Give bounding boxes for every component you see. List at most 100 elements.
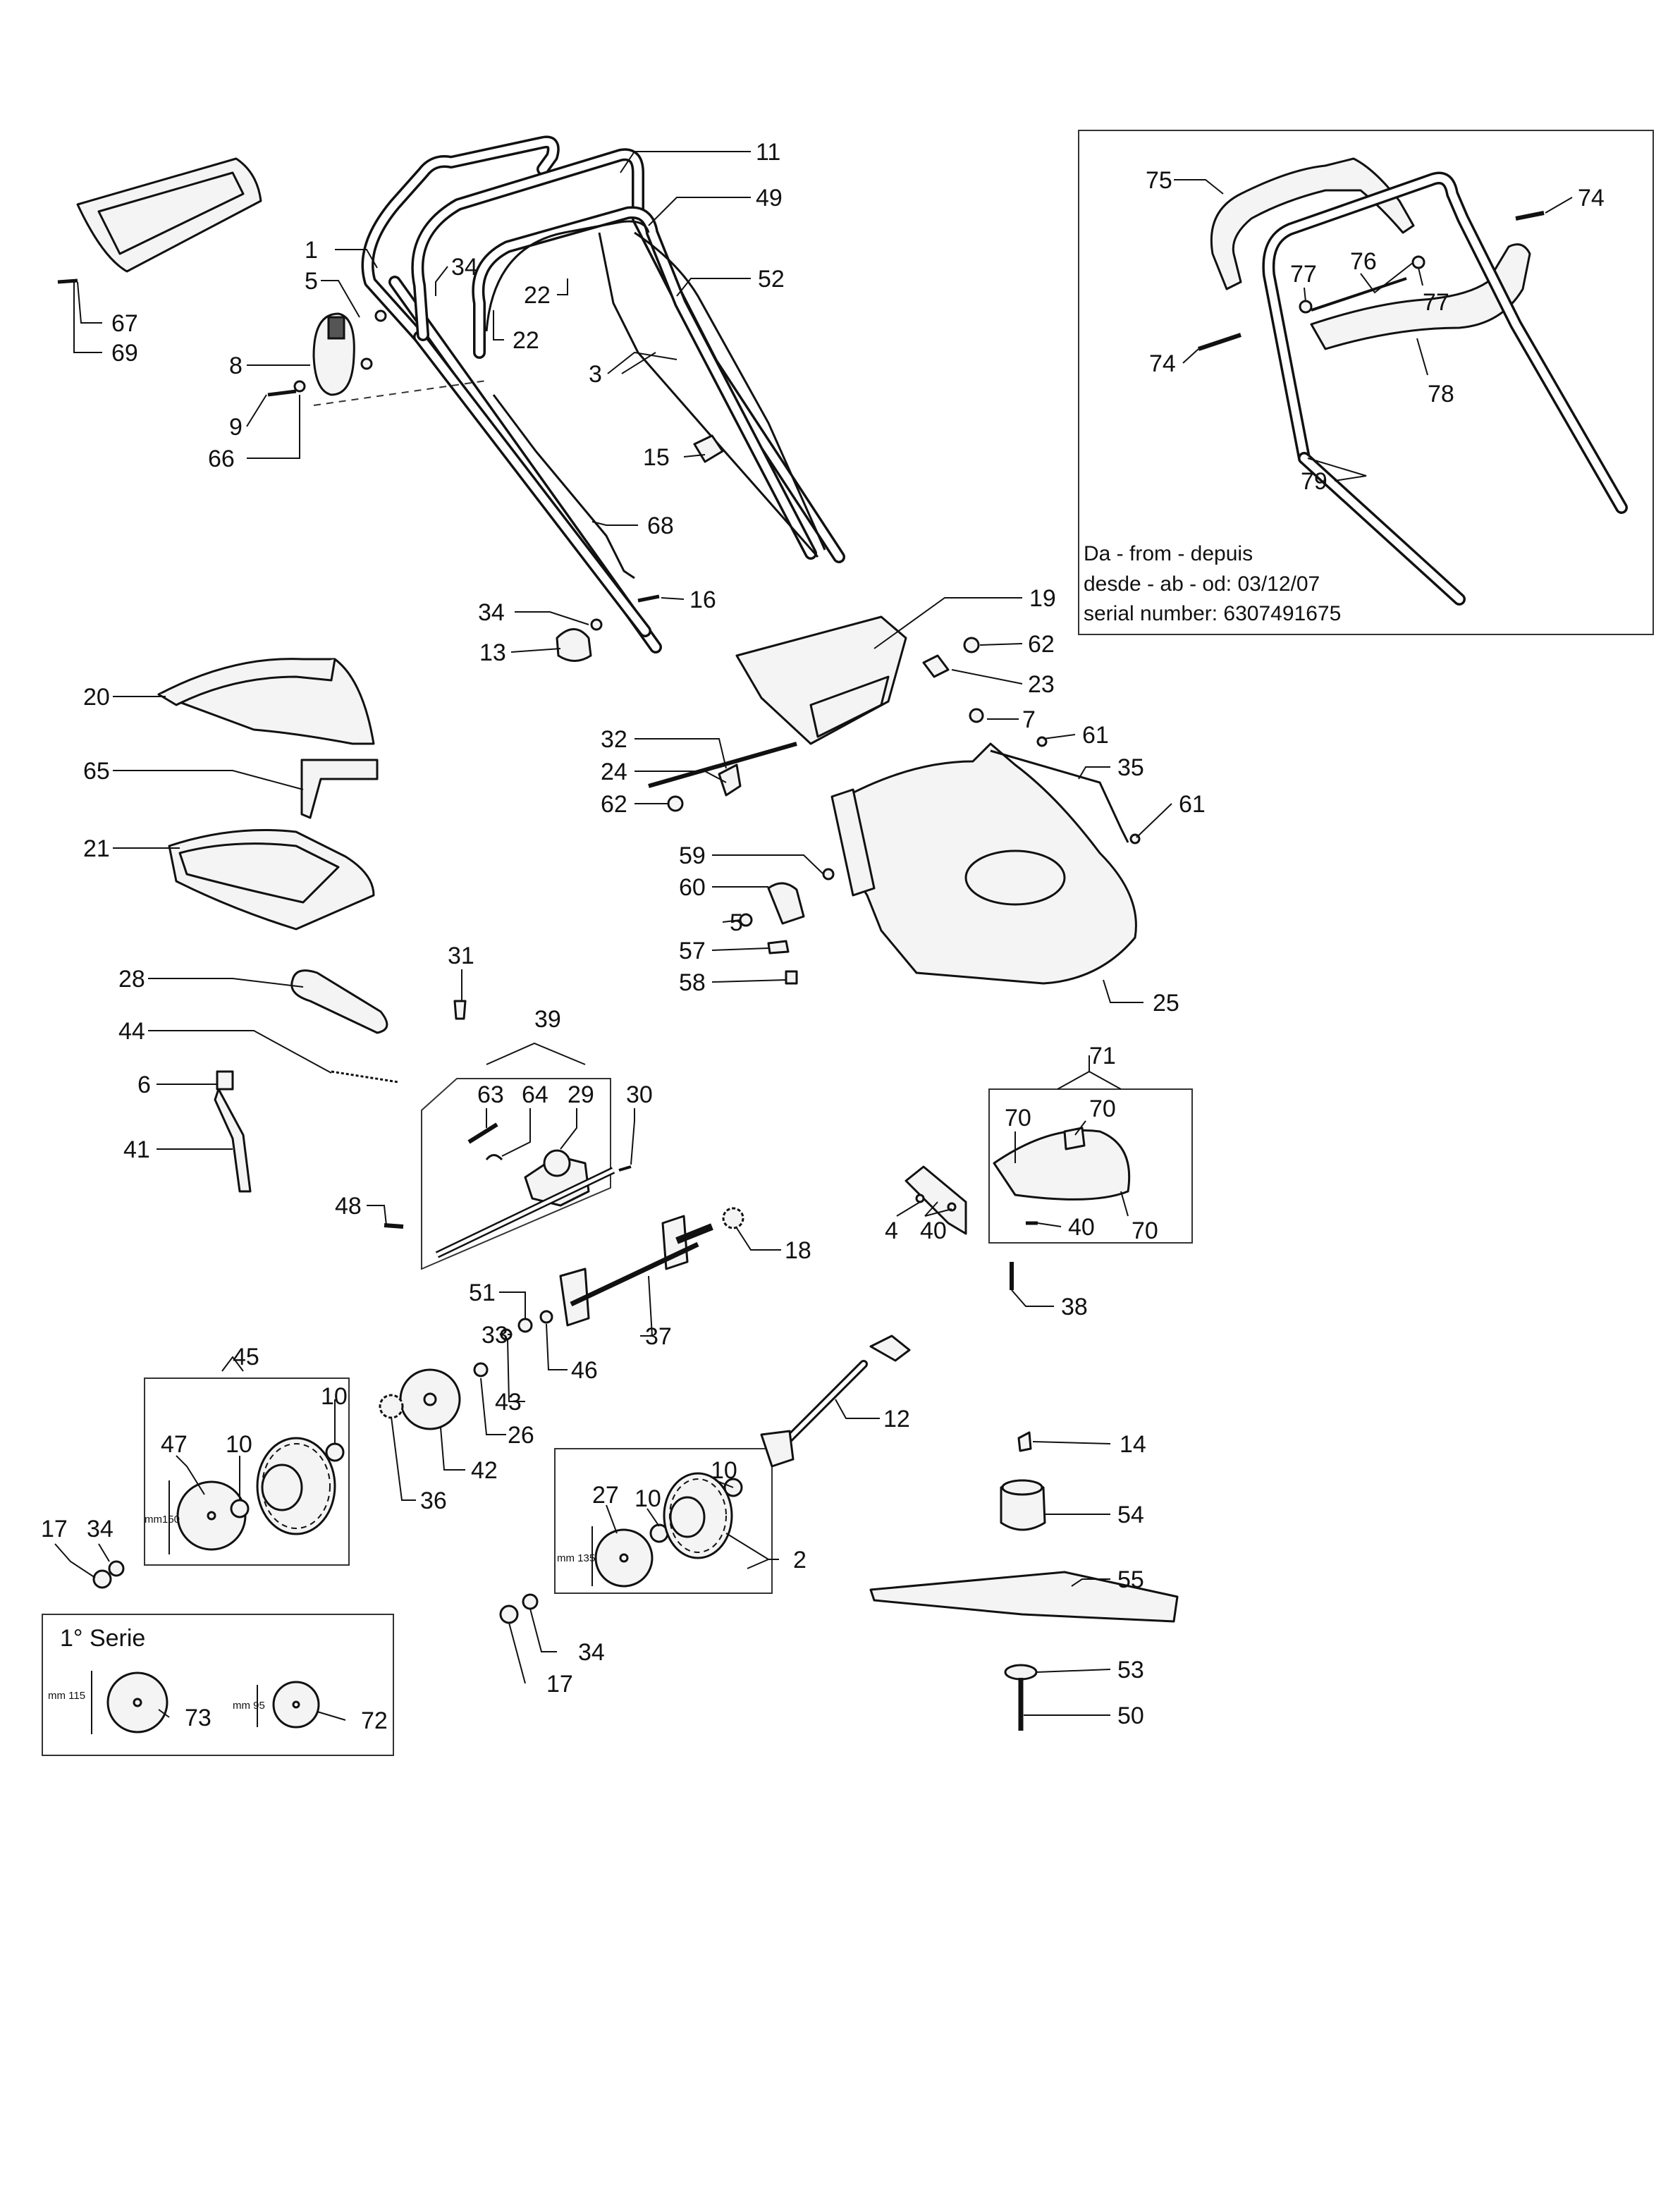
part-label-p76: 76 [1350,248,1377,275]
part-label-p77a: 77 [1290,261,1317,288]
part-label-p71: 71 [1089,1043,1116,1069]
grass-catcher-parts [157,658,379,931]
series-1-frame [42,1614,394,1756]
dimension-135: mm 135 [557,1552,595,1564]
part-label-p12: 12 [883,1406,910,1432]
part-label-p50: 50 [1117,1702,1144,1729]
variant-note-line3: serial number: 6307491675 [1084,602,1341,625]
part-label-p17b: 17 [546,1671,573,1698]
part-label-p22b: 22 [513,327,539,354]
part-label-p72: 72 [361,1707,388,1734]
part-label-p41: 41 [123,1136,150,1163]
part-label-p51: 51 [469,1280,496,1306]
variant-note: Da - from - depuis desde - ab - od: 03/1… [1084,542,1341,625]
part-label-p69: 69 [111,340,138,367]
part-label-p61b: 61 [1179,791,1206,818]
dimension-115: mm 115 [48,1690,85,1702]
part-label-p42: 42 [471,1457,498,1484]
part-label-p59: 59 [679,842,706,869]
part-label-p29: 29 [568,1081,594,1108]
part-label-p75: 75 [1146,167,1172,194]
part-label-p7: 7 [1022,706,1036,733]
part-label-p64: 64 [522,1081,548,1108]
part-label-p73: 73 [185,1705,211,1731]
part-number-labels: 1234556789101010101112131415161717181920… [41,139,1605,1734]
part-label-p48: 48 [335,1193,362,1220]
part-label-p44: 44 [118,1018,145,1045]
variant-handle-frame [1078,130,1654,635]
part-label-p4: 4 [885,1217,898,1244]
dimension-95: mm 95 [233,1700,265,1712]
drive-assembly [214,969,911,1468]
part-label-p21: 21 [83,835,110,862]
dimension-lines [91,1480,593,1734]
part-label-p13: 13 [479,639,506,666]
part-label-p62b: 62 [601,791,627,818]
part-label-p22a: 22 [524,282,551,309]
part-label-p11: 11 [756,139,780,166]
part-label-p52: 52 [758,266,785,293]
part-label-p40a: 40 [920,1217,947,1244]
part-label-p5a: 5 [305,268,318,295]
part-label-p35: 35 [1117,754,1144,781]
part-label-p18: 18 [785,1237,811,1264]
part-label-p17a: 17 [41,1516,68,1542]
variant-handle-assembly [1198,157,1628,606]
kit-71-frame [988,1088,1193,1244]
part-label-p14: 14 [1120,1431,1146,1458]
part-label-p63: 63 [477,1081,504,1108]
part-label-p39: 39 [534,1006,561,1033]
part-label-p20: 20 [83,684,110,711]
part-label-p10c: 10 [711,1457,737,1484]
part-label-p61a: 61 [1082,722,1109,749]
part-label-p23: 23 [1028,671,1055,698]
part-label-p36: 36 [420,1487,447,1514]
part-label-p34c: 34 [87,1516,114,1542]
part-label-p46: 46 [571,1357,598,1384]
part-label-p2: 2 [793,1547,807,1573]
part-label-p8: 8 [229,352,243,379]
part-label-p34a: 34 [451,254,478,281]
part-label-p68: 68 [647,513,674,539]
part-label-p5b: 5 [730,909,743,936]
variant-note-line1: Da - from - depuis [1084,542,1253,565]
part-label-p25: 25 [1153,990,1179,1017]
part-label-p65: 65 [83,758,110,785]
leader-lines [54,151,1573,1721]
wheel-kit-2-frame [554,1448,773,1594]
part-label-p34b: 34 [478,599,505,626]
part-label-p70a: 70 [1005,1105,1031,1131]
part-label-p74b: 74 [1149,350,1176,377]
part-label-p67: 67 [111,310,138,337]
part-label-p9: 9 [229,414,243,441]
part-label-p66: 66 [208,446,235,472]
part-label-p79: 79 [1301,468,1328,495]
part-label-p26: 26 [508,1422,534,1449]
part-label-p27: 27 [592,1482,619,1509]
part-label-p77b: 77 [1423,289,1449,316]
part-label-p62a: 62 [1028,631,1055,658]
part-label-p32: 32 [601,726,627,753]
part-label-p10d: 10 [634,1485,661,1512]
part-label-p10b: 10 [226,1431,252,1458]
part-label-p47: 47 [161,1431,188,1458]
part-label-p49: 49 [756,185,783,211]
part-label-p43: 43 [495,1389,522,1416]
part-label-p3: 3 [589,361,602,388]
part-label-p28: 28 [118,966,145,993]
part-label-p78: 78 [1428,381,1454,407]
main-handle-assembly [57,135,845,662]
part-label-p54: 54 [1117,1502,1144,1528]
part-label-p24: 24 [601,759,627,785]
part-label-p58: 58 [679,969,706,996]
part-label-p30: 30 [626,1081,653,1108]
part-label-p70b: 70 [1089,1096,1116,1122]
part-label-p55: 55 [1117,1566,1144,1593]
series-1-hubcaps [106,1671,320,1733]
part-label-p38: 38 [1061,1294,1088,1320]
part-label-p1: 1 [305,237,318,264]
variant-note-line2: desde - ab - od: 03/12/07 [1084,572,1320,596]
dimension-150: mm150 [145,1514,180,1526]
part-label-p53: 53 [1117,1657,1144,1683]
